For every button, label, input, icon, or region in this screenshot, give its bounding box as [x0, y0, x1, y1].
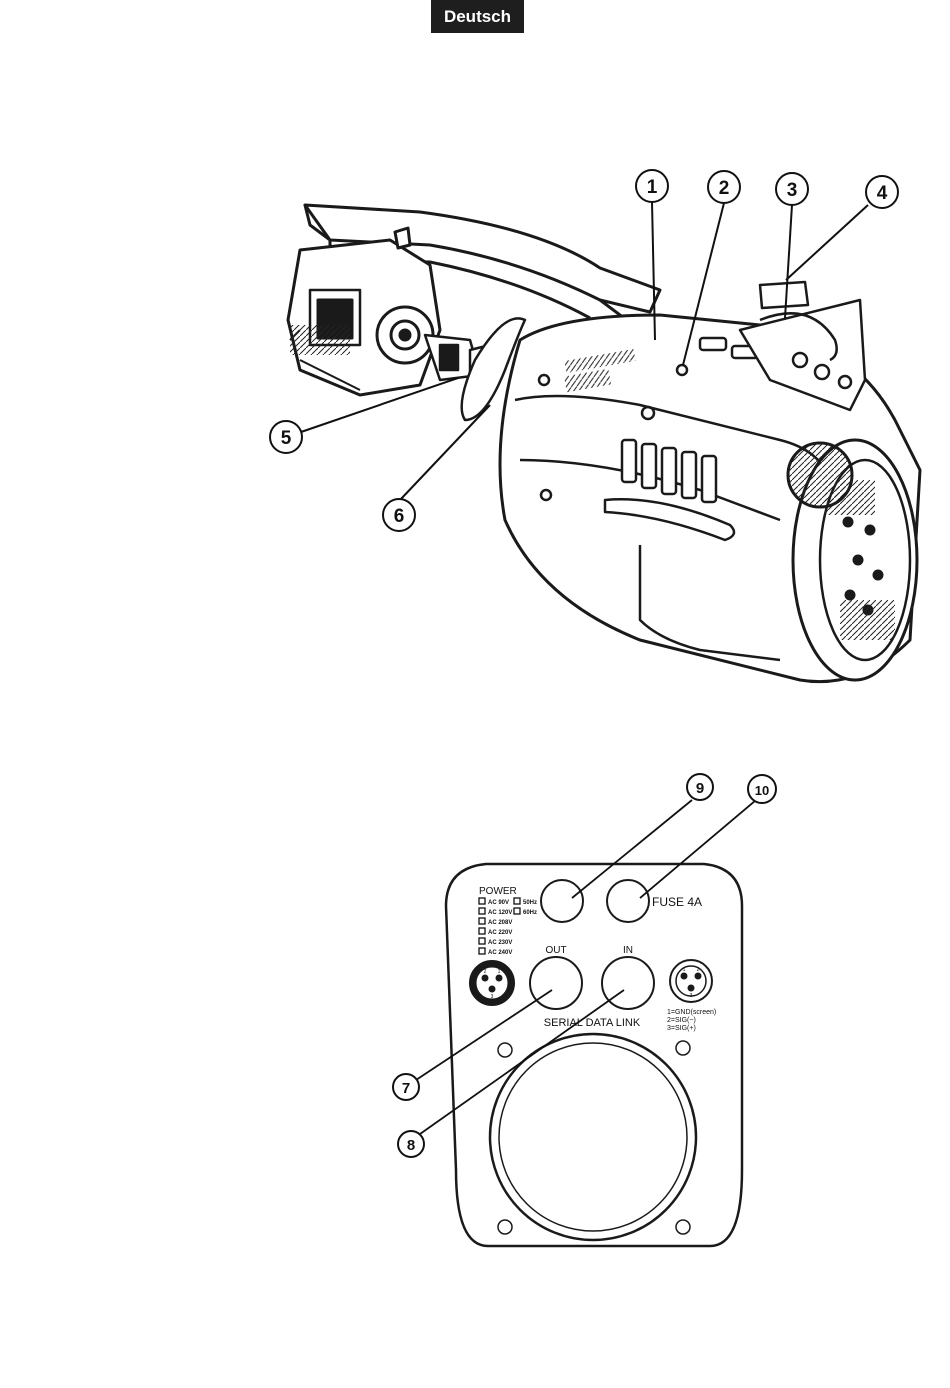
callout-3: 3 — [776, 173, 808, 205]
fuse-label: FUSE 4A — [652, 895, 702, 909]
callout-8-label: 8 — [407, 1137, 415, 1154]
rear-panel: POWER AC 90V AC 120V AC 208V AC 220V AC … — [446, 864, 742, 1246]
xlr-right-pin-b: 2 — [697, 967, 700, 973]
dmx-in-socket — [602, 957, 654, 1009]
out-label: OUT — [545, 945, 566, 956]
pinout-2: 2=SIG(−) — [667, 1017, 696, 1024]
in-label: IN — [623, 945, 633, 956]
callout-7-label: 7 — [402, 1080, 410, 1097]
callout-10-label: 10 — [755, 783, 769, 798]
frequency-1: 50Hz — [523, 900, 537, 906]
voltage-5: AC 230V — [488, 940, 512, 946]
voltage-1: AC 90V — [488, 900, 509, 906]
voltage-4: AC 220V — [488, 930, 512, 936]
callout-7: 7 — [393, 1074, 419, 1100]
power-label: POWER — [479, 886, 517, 897]
pinout-3: 3=SIG(+) — [667, 1025, 696, 1032]
dmx-out-socket — [530, 957, 582, 1009]
callout-5-label: 5 — [281, 428, 292, 449]
callout-4: 4 — [866, 176, 898, 208]
xlr-connector-right: 1 2 3 — [670, 960, 712, 1002]
callout-1: 1 — [636, 170, 668, 202]
power-socket — [541, 880, 583, 922]
serial-data-link-label: SERIAL DATA LINK — [544, 1017, 641, 1029]
xlr-left-pin-a: 2 — [484, 969, 487, 975]
voltage-6: AC 240V — [488, 950, 512, 956]
moving-head-fixture — [288, 205, 920, 682]
frequency-2: 60Hz — [523, 910, 537, 916]
callout-6-label: 6 — [394, 506, 405, 527]
callout-2-label: 2 — [719, 178, 730, 199]
callout-5: 5 — [270, 421, 302, 453]
base-housing — [288, 228, 440, 395]
xlr-left-pin-b: 1 — [498, 969, 501, 975]
callout-6: 6 — [383, 499, 415, 531]
xlr-right-pin-c: 3 — [690, 993, 693, 999]
pinout-1: 1=GND(screen) — [667, 1009, 716, 1016]
fan-grille — [788, 443, 852, 507]
voltage-3: AC 208V — [488, 920, 512, 926]
callout-3-label: 3 — [787, 180, 798, 201]
callout-9: 9 — [687, 774, 713, 800]
callout-4-label: 4 — [877, 183, 888, 204]
callout-10: 10 — [748, 775, 776, 803]
fuse-holder — [607, 880, 649, 922]
voltage-2: AC 120V — [488, 910, 512, 916]
xlr-left-pin-c: 3 — [491, 994, 494, 1000]
callout-9-label: 9 — [696, 780, 704, 797]
callout-2: 2 — [708, 171, 740, 203]
callout-8: 8 — [398, 1131, 424, 1157]
xlr-right-pin-a: 1 — [683, 967, 686, 973]
xlr-connector-left: 2 1 3 — [470, 961, 514, 1005]
callout-1-label: 1 — [647, 177, 658, 198]
